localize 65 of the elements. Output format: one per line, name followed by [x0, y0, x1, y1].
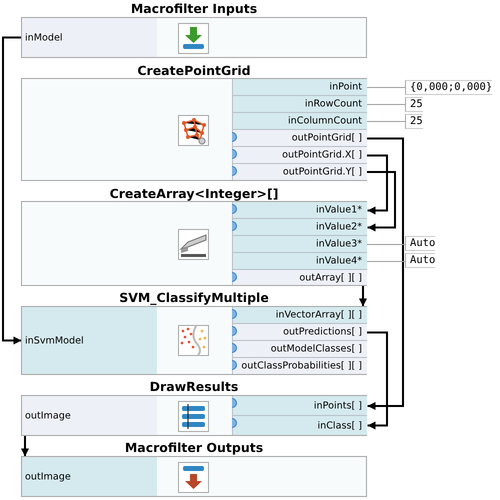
port-row — [232, 164, 367, 180]
port-row — [232, 79, 367, 96]
block-title: DrawResults — [148, 378, 240, 395]
connector-arrow — [367, 138, 404, 410]
port-row — [232, 96, 367, 113]
port-label: inRowCount — [304, 98, 362, 110]
port-label: outPointGrid.X[ ] — [282, 150, 362, 160]
port-label: outPredictions[ ] — [283, 326, 362, 338]
port-label: inModel — [25, 32, 63, 43]
port-label: inValue4* — [316, 256, 362, 266]
port-row — [22, 457, 157, 496]
port-label: inValue2* — [316, 222, 362, 232]
block-title: Macrofilter Inputs — [130, 0, 258, 17]
block-title: SVM_ClassifyMultiple — [118, 289, 270, 306]
port-label: outImage — [25, 410, 71, 421]
port-row — [232, 270, 367, 285]
port-label: outClassProbabilities[ ][ ] — [241, 360, 362, 372]
port-row — [232, 358, 367, 374]
value-link-line — [366, 121, 406, 122]
port-row — [22, 396, 157, 435]
port-row — [232, 307, 367, 324]
value-field: Auto — [405, 236, 436, 251]
port-row — [22, 18, 157, 57]
value-field: Auto — [405, 253, 436, 268]
value-link-line — [366, 104, 406, 105]
port-label: outPointGrid.Y[ ] — [282, 166, 362, 178]
port-label: outImage — [25, 471, 71, 482]
connector-arrow — [367, 171, 396, 232]
port-row — [232, 416, 367, 435]
value-field: {0,000;0,000} — [405, 80, 492, 95]
port-label: inVectorArray[ ][ ] — [276, 310, 362, 320]
port-label: outPointGrid[ ] — [292, 132, 362, 144]
value-link-line — [366, 244, 406, 245]
port-label: inValue1* — [316, 204, 362, 216]
block-title: Macrofilter Outputs — [124, 439, 264, 456]
port-row — [232, 324, 367, 341]
port-row — [232, 147, 367, 164]
port-row — [232, 236, 367, 253]
port-label: outModelClasses[ ] — [270, 344, 362, 354]
port-row — [232, 341, 367, 358]
connector-arrow — [2, 36, 22, 344]
value-field: 25 — [405, 114, 423, 129]
port-label: inColumnCount — [288, 116, 362, 126]
port-row — [232, 130, 367, 147]
port-label: outArray[ ][ ] — [299, 272, 362, 283]
port-label: inValue3* — [316, 238, 362, 250]
connector-arrow — [367, 332, 388, 430]
port-label: inSvmModel — [25, 335, 84, 346]
port-row — [232, 219, 367, 236]
value-link-line — [366, 87, 406, 88]
block-title: CreateArray<Integer>[] — [108, 185, 280, 202]
port-row — [232, 113, 367, 130]
value-field: 25 — [405, 97, 423, 112]
value-link-line — [366, 261, 406, 262]
port-row — [232, 202, 367, 219]
connector-arrow — [359, 285, 367, 306]
port-row — [232, 253, 367, 270]
port-label: inPoints[ ] — [314, 400, 362, 411]
port-label: inClass[ ] — [317, 420, 362, 431]
block-title: CreatePointGrid — [136, 62, 252, 79]
connector-arrow — [367, 154, 388, 214]
connector-arrow — [21, 435, 29, 456]
port-row — [22, 307, 157, 374]
port-label: inPoint — [329, 82, 362, 92]
port-row — [232, 396, 367, 416]
